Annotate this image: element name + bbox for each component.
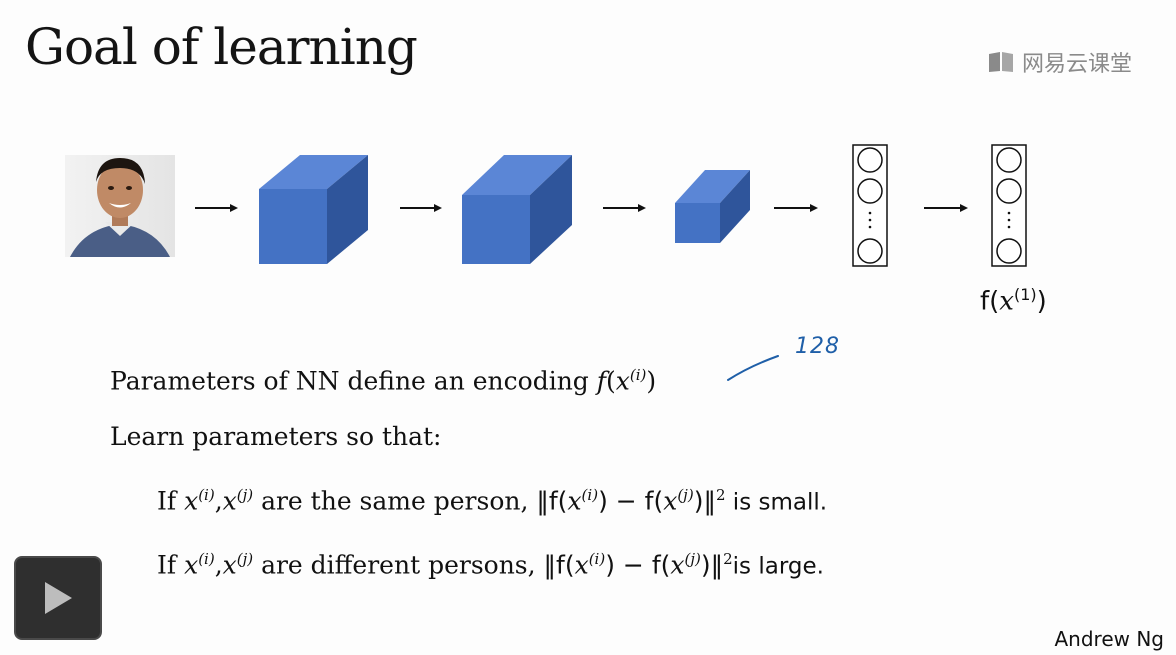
line4-n-xj: x bbox=[670, 550, 685, 580]
line3-n-xj-sup: (j) bbox=[677, 486, 694, 504]
fx1-f: f( bbox=[980, 286, 1000, 317]
line1-x: x bbox=[615, 366, 630, 396]
line1-f: f bbox=[596, 366, 607, 396]
encoding-definition: Parameters of NN define an encoding f(x(… bbox=[110, 366, 656, 395]
line3-squared: 2 bbox=[715, 486, 726, 504]
play-icon bbox=[45, 582, 72, 614]
line4-mid: are different persons, bbox=[253, 550, 544, 580]
line3-norm-open: ‖f( bbox=[536, 486, 568, 516]
fc-layer-1 bbox=[852, 144, 888, 267]
arrow-1 bbox=[195, 204, 238, 212]
line4-squared: 2 bbox=[723, 550, 733, 568]
line4-n-xi: x bbox=[574, 550, 589, 580]
line4-n-xj-sup: (j) bbox=[684, 550, 701, 568]
fx1-close: ) bbox=[1036, 286, 1047, 317]
line3-xj-sup: (j) bbox=[236, 486, 254, 504]
face-photo bbox=[65, 155, 175, 257]
line4-xj: x bbox=[222, 550, 237, 580]
author-credit: Andrew Ng bbox=[1054, 627, 1164, 651]
different-person-condition: If x(i),x(j) are different persons, ‖f(x… bbox=[157, 550, 824, 579]
conv-cube-1 bbox=[259, 155, 368, 264]
play-button[interactable] bbox=[14, 556, 102, 640]
fx1-sup: (1) bbox=[1013, 285, 1037, 304]
line1-close: ) bbox=[646, 366, 657, 396]
conv-cube-2 bbox=[462, 155, 572, 264]
line4-xj-sup: (j) bbox=[236, 550, 254, 568]
line1-sup: (i) bbox=[629, 366, 647, 384]
arrow-4 bbox=[774, 204, 818, 212]
line3-xi: x bbox=[184, 486, 199, 516]
line4-if: If bbox=[157, 550, 185, 580]
line3-n-xi: x bbox=[567, 486, 582, 516]
line1-prefix: Parameters of NN define an encoding bbox=[110, 366, 597, 396]
line3-tail: is small. bbox=[725, 489, 828, 516]
brand-text: 网易云课堂 bbox=[1022, 52, 1133, 77]
line4-minus: ) − f( bbox=[605, 550, 671, 580]
line4-tail: is large. bbox=[732, 553, 824, 580]
handwritten-annotation: 128 bbox=[795, 334, 840, 359]
learn-parameters-text: Learn parameters so that: bbox=[110, 422, 442, 451]
network-pipeline bbox=[65, 144, 1027, 267]
line3-n-xj: x bbox=[663, 486, 678, 516]
fx1-x: x bbox=[999, 286, 1014, 317]
line3-mid: are the same person, bbox=[253, 486, 537, 516]
line3-if: If bbox=[157, 486, 185, 516]
line3-norm-close: )‖ bbox=[693, 486, 716, 516]
line4-n-xi-sup: (i) bbox=[588, 550, 606, 568]
line4-xi-sup: (i) bbox=[198, 550, 215, 568]
line3-minus: ) − f( bbox=[598, 486, 664, 516]
handwritten-stroke bbox=[727, 355, 779, 381]
line3-xj: x bbox=[222, 486, 237, 516]
arrow-5 bbox=[924, 204, 968, 212]
conv-cube-3 bbox=[675, 170, 750, 243]
book-icon bbox=[989, 52, 1013, 72]
line4-xi: x bbox=[184, 550, 199, 580]
line4-comma: , bbox=[214, 550, 223, 580]
arrow-3 bbox=[603, 204, 646, 212]
arrow-2 bbox=[400, 204, 442, 212]
line4-norm-close: )‖ bbox=[700, 550, 724, 580]
slide-title: Goal of learning bbox=[25, 18, 418, 76]
line1-open: ( bbox=[606, 366, 616, 396]
line3-xi-sup: (i) bbox=[198, 486, 215, 504]
line3-comma: , bbox=[214, 486, 223, 516]
encoding-output-label: f(x(1)) bbox=[980, 285, 1047, 317]
line3-n-xi-sup: (i) bbox=[581, 486, 599, 504]
same-person-condition: If x(i),x(j) are the same person, ‖f(x(i… bbox=[157, 486, 827, 515]
brand-watermark: 网易云课堂 bbox=[988, 46, 1132, 78]
encoding-layer bbox=[991, 144, 1027, 267]
line4-norm-open: ‖f( bbox=[543, 550, 575, 580]
